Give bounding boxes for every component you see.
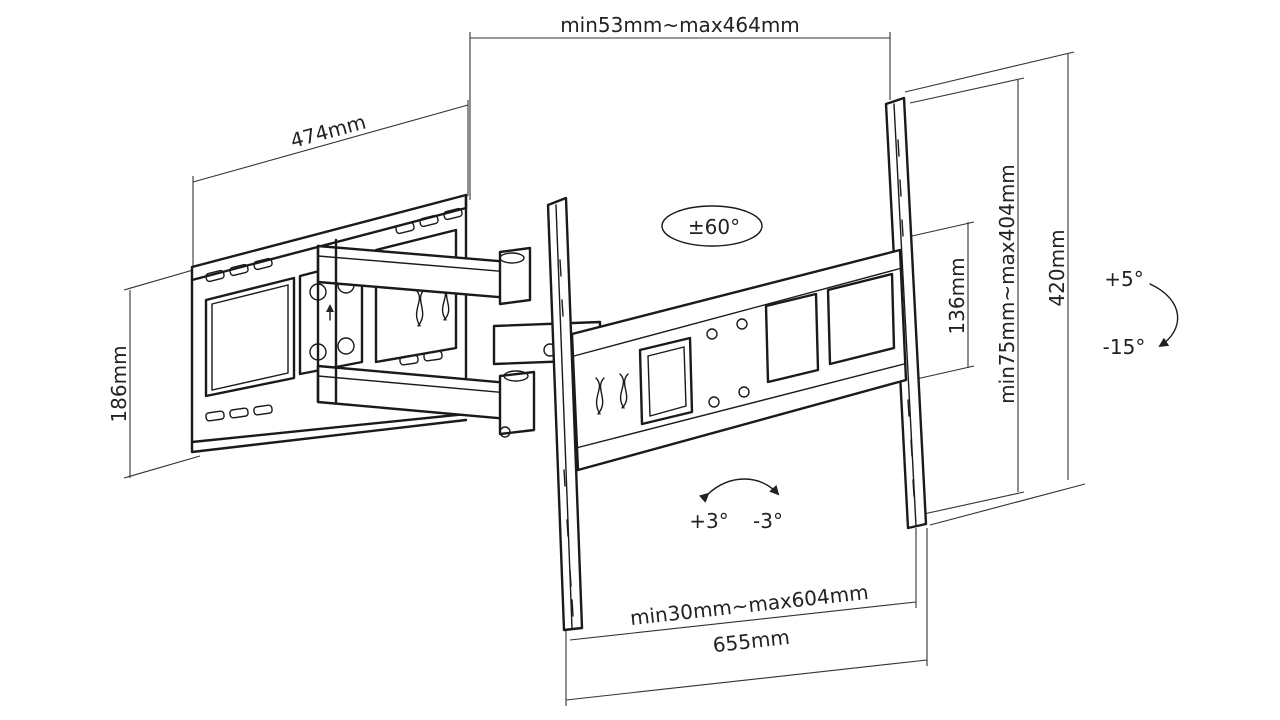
- wall-plate: [190, 193, 468, 454]
- label-vesa-vertical-range: min75mm~max404mm: [995, 164, 1019, 404]
- swivel-ellipse: [661, 205, 763, 247]
- angle-labels: ±60° +5° -15° +3° -3°: [688, 215, 1145, 533]
- label-swivel: ±60°: [688, 215, 740, 239]
- label-top-span: min53mm~max464mm: [560, 13, 800, 37]
- label-tilt-down: -15°: [1103, 335, 1146, 359]
- label-vesa-vertical-small: 136mm: [945, 257, 969, 334]
- tv-bracket: [570, 248, 908, 472]
- label-plate-height: 186mm: [107, 345, 131, 422]
- level-arrow: [698, 478, 780, 503]
- label-vesa-horizontal-range: min30mm~max604mm: [629, 580, 870, 630]
- label-overall-width: 655mm: [712, 625, 791, 657]
- angle-indicators: [661, 205, 1179, 503]
- label-level-plus: +3°: [689, 509, 728, 533]
- label-tilt-up: +5°: [1104, 267, 1143, 291]
- dimension-lines: [123, 32, 1086, 706]
- tv-rails: [546, 96, 928, 632]
- label-arm-length: 474mm: [288, 110, 369, 153]
- label-overall-height: 420mm: [1045, 229, 1069, 306]
- label-level-minus: -3°: [753, 509, 783, 533]
- tilt-arrow: [1149, 283, 1179, 348]
